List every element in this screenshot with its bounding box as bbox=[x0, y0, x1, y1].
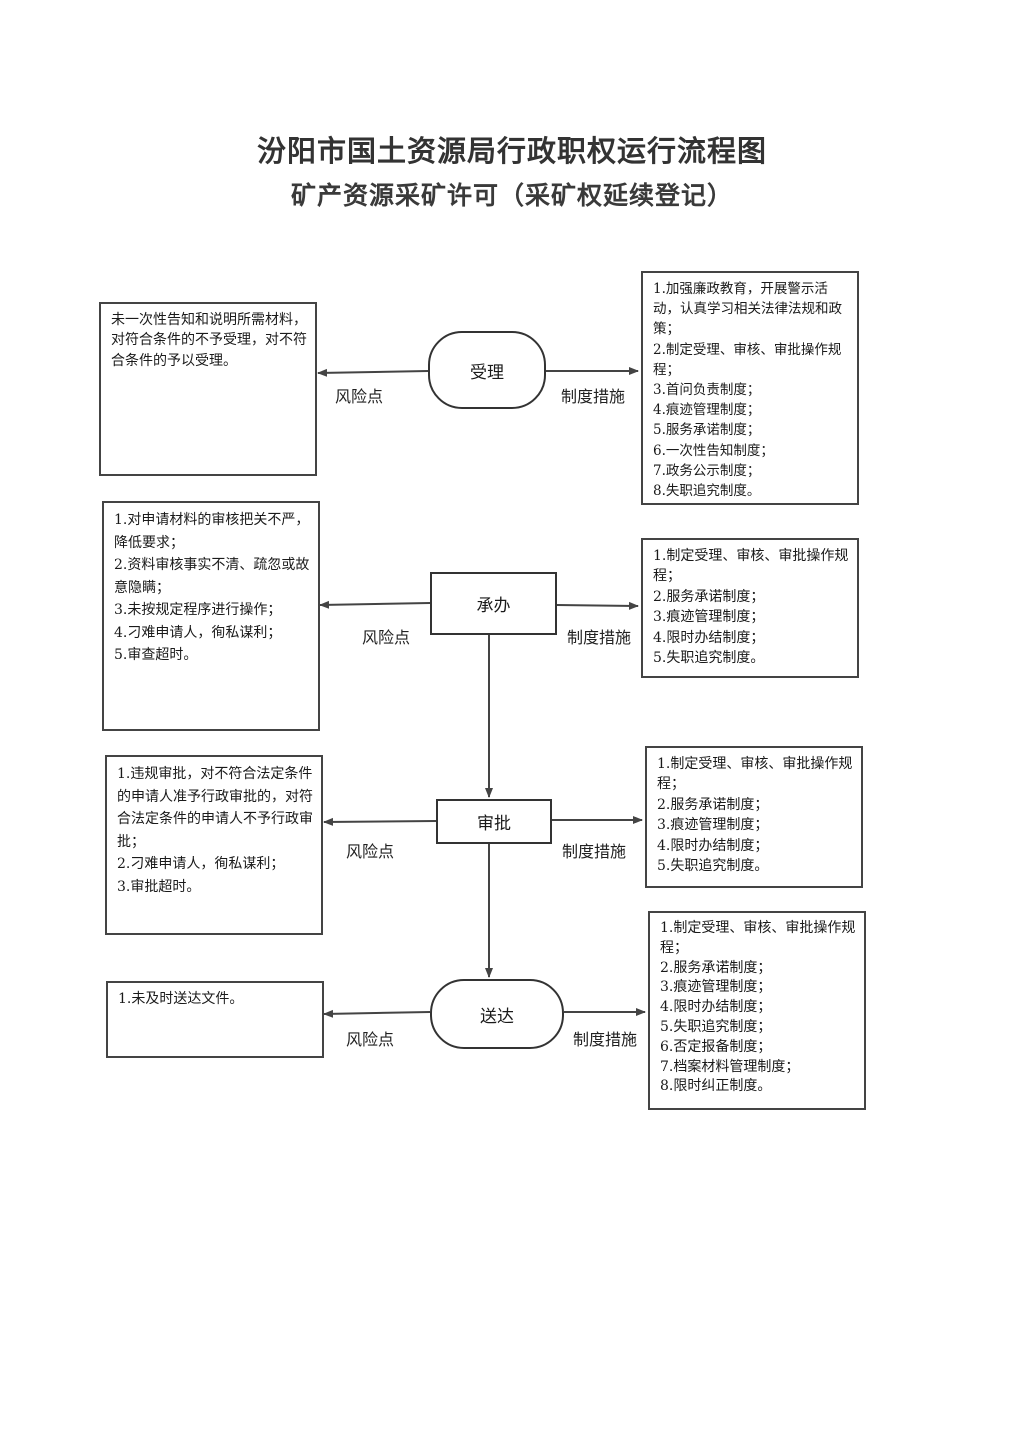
measure-item: 1.加强廉政教育，开展警示活动，认真学习相关法律法规和政策； bbox=[653, 281, 842, 338]
measure-item: 4.限时办结制度； bbox=[653, 629, 765, 646]
measure-item: 5.服务承诺制度； bbox=[653, 422, 761, 439]
risk-item: 4.刁难申请人，徇私谋利； bbox=[114, 624, 282, 641]
measures-box-approve: 1.制定受理、审核、审批操作规程； 2.服务承诺制度； 3.痕迹管理制度； 4.… bbox=[645, 746, 863, 888]
measure-item: 6.一次性告知制度； bbox=[653, 442, 774, 459]
page-subtitle: 矿产资源采矿许可（采矿权延续登记） bbox=[290, 181, 733, 210]
risk-item: 2.刁难申请人，徇私谋利； bbox=[117, 856, 285, 872]
measure-item: 7.政务公示制度； bbox=[653, 462, 761, 479]
measure-item: 2.服务承诺制度； bbox=[660, 959, 772, 976]
measure-item: 3.首问负责制度； bbox=[653, 382, 761, 399]
measure-item: 7.档案材料管理制度； bbox=[660, 1058, 800, 1075]
risk-item: 未一次性告知和说明所需材料，对符合条件的不予受理，对不符合条件的予以受理。 bbox=[111, 312, 307, 369]
measure-item: 5.失职追究制度。 bbox=[653, 650, 765, 667]
step-node-approve: 审批 bbox=[436, 799, 552, 844]
measure-arrow-handle bbox=[556, 601, 639, 610]
risk-item: 1.违规审批，对不符合法定条件的申请人准予行政审批的，对符合法定条件的申请人不予… bbox=[117, 766, 313, 850]
step-node-handle: 承办 bbox=[430, 572, 557, 635]
risk-arrow-handle bbox=[319, 600, 431, 609]
measure-item: 2.服务承诺制度； bbox=[657, 796, 769, 813]
measures-box-deliver: 1.制定受理、审核、审批操作规程； 2.服务承诺制度； 3.痕迹管理制度； 4.… bbox=[648, 911, 866, 1110]
measures-label: 制度措施 bbox=[561, 389, 626, 406]
measure-item: 4.限时办结制度； bbox=[657, 837, 769, 854]
risk-item: 1.对申请材料的审核把关不严，降低要求； bbox=[114, 512, 310, 551]
measure-item: 1.制定受理、审核、审批操作规程； bbox=[660, 920, 856, 956]
risk-label: 风险点 bbox=[362, 630, 411, 647]
risk-box-handle: 1.对申请材料的审核把关不严，降低要求； 2.资料审核事实不清、疏忽或故意隐瞒；… bbox=[102, 501, 320, 731]
risk-item: 1.未及时送达文件。 bbox=[118, 991, 244, 1007]
risk-item: 2.资料审核事实不清、疏忽或故意隐瞒； bbox=[114, 557, 310, 596]
measures-label: 制度措施 bbox=[562, 844, 627, 861]
step-label: 审批 bbox=[477, 814, 511, 834]
measure-item: 8.失职追究制度。 bbox=[653, 483, 761, 500]
risk-label: 风险点 bbox=[346, 844, 395, 861]
risk-label: 风险点 bbox=[335, 389, 384, 406]
page-title: 汾阳市国土资源局行政职权运行流程图 bbox=[256, 134, 767, 168]
step-node-accept: 受理 bbox=[428, 331, 546, 409]
measure-item: 5.失职追究制度； bbox=[660, 1018, 772, 1035]
measures-box-accept: 1.加强廉政教育，开展警示活动，认真学习相关法律法规和政策； 2.制定受理、审核… bbox=[641, 271, 859, 505]
measure-item: 3.痕迹管理制度； bbox=[653, 609, 765, 626]
measure-item: 1.制定受理、审核、审批操作规程； bbox=[653, 548, 849, 585]
risk-box-approve: 1.违规审批，对不符合法定条件的申请人准予行政审批的，对符合法定条件的申请人不予… bbox=[105, 755, 323, 935]
measure-item: 6.否定报备制度； bbox=[660, 1038, 772, 1055]
risk-label: 风险点 bbox=[346, 1032, 395, 1049]
risk-item: 5.审查超时。 bbox=[114, 647, 198, 663]
step-label: 受理 bbox=[470, 362, 504, 383]
risk-arrow-deliver bbox=[323, 1009, 431, 1018]
risk-arrow-approve bbox=[323, 817, 437, 826]
measure-item: 3.痕迹管理制度； bbox=[660, 979, 772, 996]
measure-item: 1.制定受理、审核、审批操作规程； bbox=[657, 756, 853, 793]
measure-item: 4.痕迹管理制度； bbox=[653, 402, 761, 419]
step-node-deliver: 送达 bbox=[430, 979, 564, 1049]
measure-item: 2.制定受理、审核、审批操作规程； bbox=[653, 341, 842, 378]
measure-item: 3.痕迹管理制度； bbox=[657, 817, 769, 834]
measure-item: 4.限时办结制度； bbox=[660, 999, 772, 1016]
step-label: 送达 bbox=[480, 1006, 514, 1027]
risk-box-deliver: 1.未及时送达文件。 bbox=[106, 981, 324, 1058]
risk-box-accept: 未一次性告知和说明所需材料，对符合条件的不予受理，对不符合条件的予以受理。 bbox=[99, 302, 317, 476]
measures-label: 制度措施 bbox=[567, 630, 632, 647]
risk-item: 3.审批超时。 bbox=[117, 878, 201, 895]
risk-item: 3.未按规定程序进行操作； bbox=[114, 602, 282, 618]
measures-label: 制度措施 bbox=[573, 1032, 638, 1049]
measure-item: 8.限时纠正制度。 bbox=[660, 1078, 772, 1095]
measures-box-handle: 1.制定受理、审核、审批操作规程； 2.服务承诺制度； 3.痕迹管理制度； 4.… bbox=[641, 538, 859, 678]
measure-item: 5.失职追究制度。 bbox=[657, 858, 769, 875]
measure-item: 2.服务承诺制度； bbox=[653, 588, 765, 605]
step-label: 承办 bbox=[476, 596, 511, 616]
risk-arrow-accept bbox=[317, 368, 429, 377]
